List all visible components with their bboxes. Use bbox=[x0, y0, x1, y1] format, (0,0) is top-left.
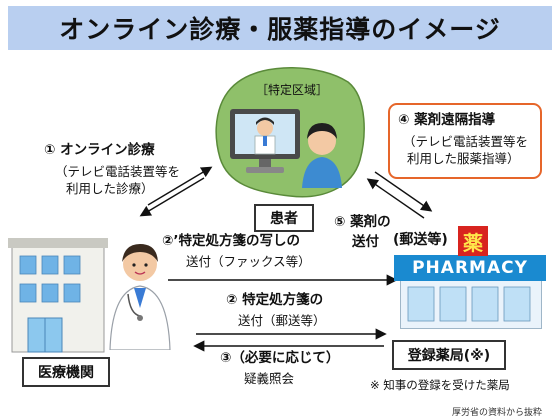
step2-line2: 送付（郵送等） bbox=[238, 313, 326, 328]
step4-title: ④ 薬剤遠隔指導 bbox=[398, 112, 496, 128]
arrow-step1-down bbox=[139, 177, 205, 217]
step4-box bbox=[388, 103, 542, 179]
arrow-step1-up bbox=[147, 166, 213, 206]
step1-title: ① オンライン診療 bbox=[44, 142, 155, 158]
step5-line2: 送付 bbox=[352, 234, 379, 250]
step5-badge: (郵送等) bbox=[393, 232, 448, 248]
pharmacy-label: 登録薬局(※) bbox=[407, 348, 491, 364]
region-label: ［特定区域］ bbox=[256, 83, 329, 97]
step1-sub2: 利用した診療） bbox=[66, 181, 154, 196]
pharmacy-sign-text: PHARMACY bbox=[412, 258, 528, 278]
patient-label-box: 患者 bbox=[254, 204, 314, 232]
step3-line1: ③（必要に応じて） bbox=[220, 350, 340, 366]
patient-label: 患者 bbox=[270, 211, 298, 227]
step4-sub2: 利用した服薬指導） bbox=[407, 151, 520, 166]
arrow-step4-down bbox=[374, 171, 433, 212]
step4-sub1: （テレビ電話装置等を bbox=[403, 134, 529, 149]
pharmacy-note: ※ 知事の登録を受けた薬局 bbox=[370, 378, 510, 392]
pharmacy-windows-icon bbox=[407, 286, 531, 322]
medical-institution-label-box: 医療機関 bbox=[22, 357, 110, 387]
step2p-line2: 送付（ファックス等） bbox=[186, 254, 311, 269]
source-credit: 厚労省の資料から抜粋 bbox=[452, 408, 543, 418]
video-call-illustration bbox=[230, 109, 342, 188]
step2p-line1: ②’特定処方箋の写しの bbox=[162, 233, 301, 249]
medical-institution-label: 医療機関 bbox=[38, 365, 94, 381]
pharmacy-label-box: 登録薬局(※) bbox=[392, 340, 506, 370]
step1-sub1: （テレビ電話装置等を bbox=[55, 164, 181, 179]
pharmacy-sign: PHARMACY bbox=[394, 255, 546, 281]
kanji-sign-text: 薬 bbox=[463, 230, 483, 255]
page-title: オンライン診療・服薬指導のイメージ bbox=[59, 15, 501, 44]
title-band: オンライン診療・服薬指導のイメージ bbox=[8, 6, 552, 50]
doctor-icon bbox=[109, 244, 171, 350]
kanji-sign: 薬 bbox=[458, 226, 488, 256]
hospital-building-icon bbox=[8, 238, 108, 353]
arrow-step4-up bbox=[366, 178, 425, 219]
step2-line1: ② 特定処方箋の bbox=[226, 292, 324, 308]
step3-line2: 疑義照会 bbox=[244, 371, 295, 386]
step5-line1: ⑤ 薬剤の bbox=[334, 214, 391, 230]
